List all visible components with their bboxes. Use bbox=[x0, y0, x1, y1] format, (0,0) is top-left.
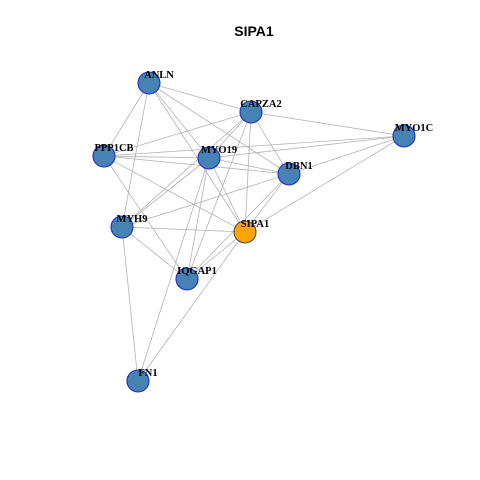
edge-capza2-myh9 bbox=[121, 111, 252, 228]
node-sipa1[interactable] bbox=[233, 220, 257, 244]
edge-myh9-iqgap1 bbox=[121, 226, 188, 280]
node-capza2[interactable] bbox=[239, 100, 263, 124]
edge-capza2-dbn1 bbox=[250, 111, 290, 175]
edge-anln-capza2 bbox=[148, 82, 252, 113]
edge-myo19-iqgap1 bbox=[186, 157, 210, 280]
node-label-dbn1: DBN1 bbox=[285, 161, 312, 172]
edge-myo19-fn1 bbox=[137, 157, 210, 382]
node-label-capza2: CAPZA2 bbox=[240, 99, 281, 110]
edge-myo1c-sipa1 bbox=[244, 135, 405, 233]
node-fn1[interactable] bbox=[126, 369, 150, 393]
node-myo19[interactable] bbox=[197, 146, 221, 170]
node-label-sipa1: SIPA1 bbox=[241, 219, 269, 230]
edge-capza2-sipa1 bbox=[244, 111, 252, 233]
edge-myo1c-myo19 bbox=[208, 135, 405, 159]
node-myh9[interactable] bbox=[110, 215, 134, 239]
node-label-fn1: FN1 bbox=[138, 368, 157, 379]
edge-layer bbox=[103, 82, 405, 382]
node-dbn1[interactable] bbox=[277, 162, 301, 186]
edge-sipa1-fn1 bbox=[137, 231, 246, 382]
node-label-myo1c: MYO1C bbox=[395, 123, 434, 134]
node-label-myo19: MYO19 bbox=[201, 145, 237, 156]
edge-myh9-fn1 bbox=[121, 226, 139, 382]
edge-capza2-ppp1cb bbox=[103, 111, 252, 157]
edge-sipa1-iqgap1 bbox=[186, 231, 246, 280]
node-label-anln: ANLN bbox=[144, 70, 174, 81]
edge-anln-myo19 bbox=[148, 82, 210, 159]
edge-myo19-myh9 bbox=[121, 157, 210, 228]
node-ppp1cb[interactable] bbox=[92, 144, 116, 168]
node-label-ppp1cb: PPP1CB bbox=[94, 143, 133, 154]
edge-ppp1cb-dbn1 bbox=[103, 155, 290, 175]
edge-ppp1cb-sipa1 bbox=[103, 155, 246, 233]
node-iqgap1[interactable] bbox=[175, 267, 199, 291]
edge-myo1c-ppp1cb bbox=[103, 135, 405, 157]
edge-myo1c-dbn1 bbox=[288, 135, 405, 175]
node-label-iqgap1: IQGAP1 bbox=[177, 266, 217, 277]
edge-capza2-iqgap1 bbox=[186, 111, 252, 280]
edge-myo19-sipa1 bbox=[208, 157, 246, 233]
edge-anln-dbn1 bbox=[148, 82, 290, 175]
edge-dbn1-myh9 bbox=[121, 173, 290, 228]
node-label-myh9: MYH9 bbox=[117, 214, 148, 225]
edge-capza2-myo1c bbox=[250, 111, 405, 137]
edge-dbn1-sipa1 bbox=[244, 173, 290, 233]
diagram-title: SIPA1 bbox=[234, 23, 274, 39]
node-layer bbox=[92, 71, 416, 393]
edge-myo19-dbn1 bbox=[208, 157, 290, 175]
edge-anln-myh9 bbox=[121, 82, 150, 228]
edge-ppp1cb-myo19 bbox=[103, 155, 210, 159]
edge-myh9-sipa1 bbox=[121, 226, 246, 233]
edge-ppp1cb-iqgap1 bbox=[103, 155, 188, 280]
edge-anln-ppp1cb bbox=[103, 82, 150, 157]
node-myo1c[interactable] bbox=[392, 124, 416, 148]
node-anln[interactable] bbox=[137, 71, 161, 95]
